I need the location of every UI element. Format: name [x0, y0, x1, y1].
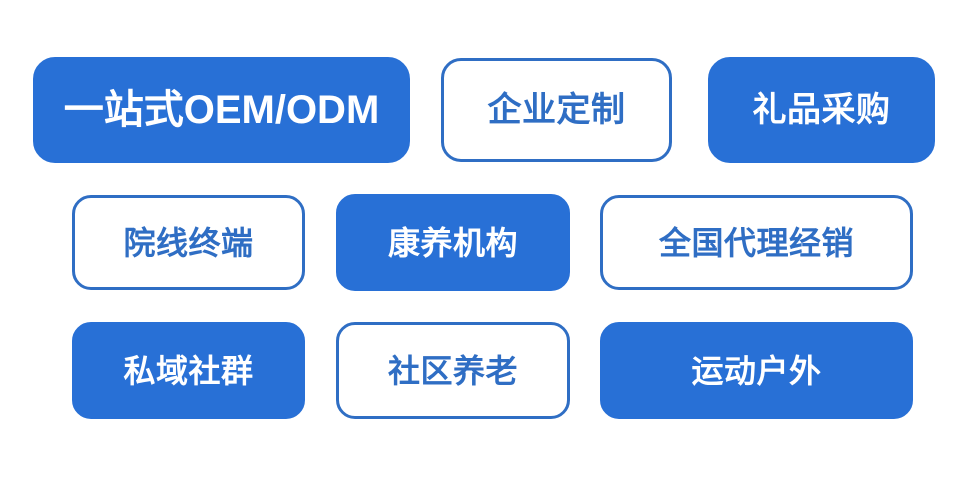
- tag-chip-enterprise-custom[interactable]: 企业定制: [441, 58, 672, 162]
- tag-chip-community-elderly[interactable]: 社区养老: [336, 322, 570, 419]
- tag-chip-label: 私域社群: [123, 352, 254, 389]
- tag-chip-private-community[interactable]: 私域社群: [72, 322, 305, 419]
- tag-chip-oem-odm[interactable]: 一站式OEM/ODM: [33, 57, 410, 163]
- tag-chip-label: 一站式OEM/ODM: [63, 88, 380, 132]
- tag-chip-national-agency[interactable]: 全国代理经销: [600, 195, 913, 290]
- tag-chip-label: 企业定制: [487, 91, 626, 129]
- tag-chip-gift-procurement[interactable]: 礼品采购: [708, 57, 935, 163]
- tag-chip-sports-outdoor[interactable]: 运动户外: [600, 322, 913, 419]
- tag-chip-label: 运动户外: [691, 352, 822, 389]
- tag-chip-label: 全国代理经销: [658, 224, 854, 261]
- tag-chip-label: 社区养老: [387, 352, 518, 389]
- tag-chip-label: 康养机构: [387, 224, 518, 261]
- tag-chip-health-institution[interactable]: 康养机构: [336, 194, 570, 291]
- tag-chip-cinema-terminal[interactable]: 院线终端: [72, 195, 305, 290]
- tag-chip-label: 院线终端: [123, 224, 254, 261]
- tag-chip-label: 礼品采购: [752, 91, 891, 129]
